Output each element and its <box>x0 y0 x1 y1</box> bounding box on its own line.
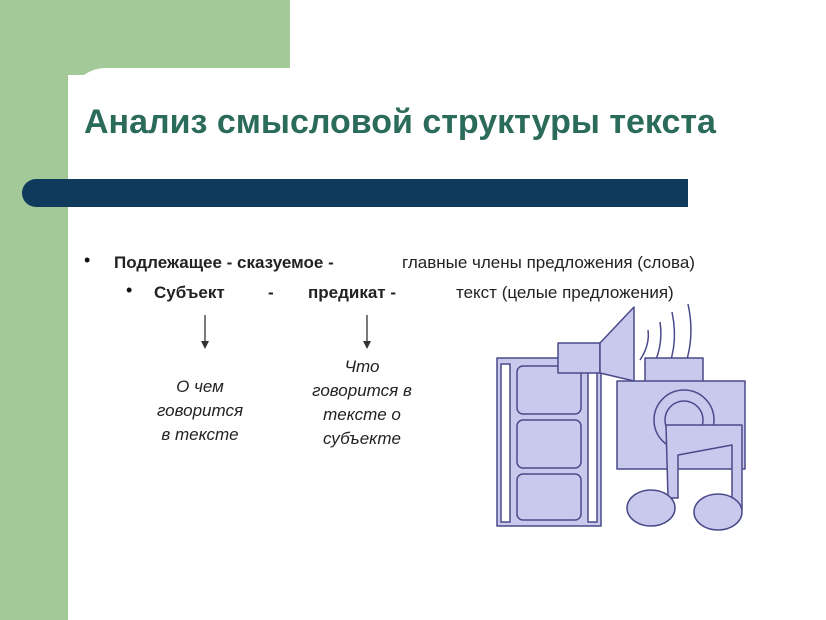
film-strip-icon <box>497 358 601 526</box>
